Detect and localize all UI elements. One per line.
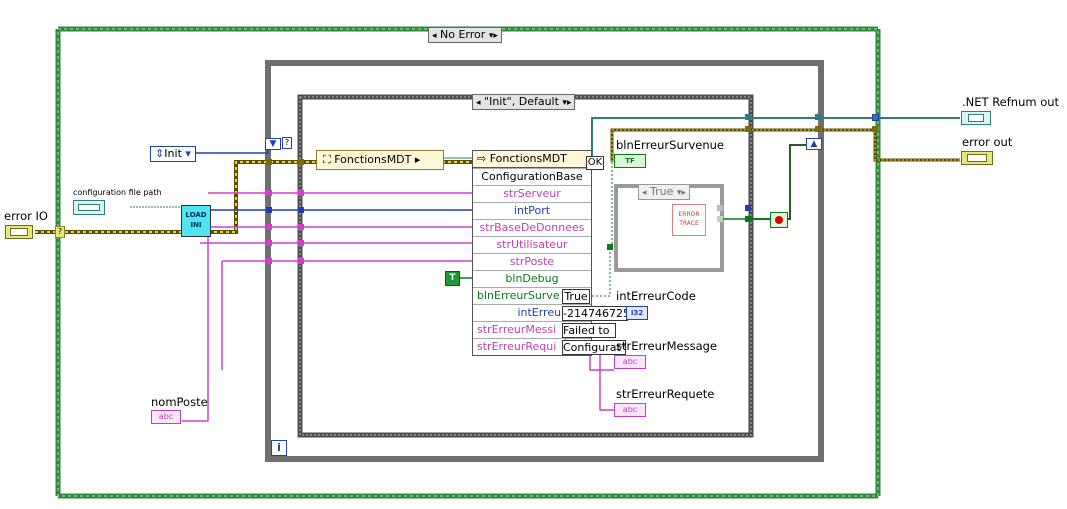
refnum-loop-tunnel [815,114,821,120]
nested-tunnel [717,216,723,222]
property-node-icon: ⇨ [477,152,490,165]
error-tunnel-case [298,159,304,165]
loop-iteration-terminal: i [271,440,287,456]
str-erreur-message-indicator[interactable]: abc [614,355,646,369]
str-erreur-message-label: strErreurMessage [616,339,717,353]
str-tunnel [266,258,272,264]
dropdown-arrow-icon[interactable]: ▾▸ [676,188,686,198]
nom-poste-terminal-text: abc [158,412,174,421]
enum-arrows-icon: ⇕ [155,147,165,160]
str-erreur-requete-indicator[interactable]: abc [614,403,646,417]
fonctions-mdt-constant[interactable]: ⛶ FonctionsMDT ▸ [316,150,444,170]
outer-case-selector-label: No Error [440,28,486,41]
probe-msg: Failed to * [562,323,616,350]
error-trace-line2: TRACE [679,220,699,227]
str-tunnel [298,240,304,246]
enum-init-label: Init [164,147,182,160]
inner-case-selector-label: "Init", Default [484,95,559,108]
nested-tunnel [717,205,723,211]
nested-case-selector[interactable]: ◂ True ▾▸ [638,184,690,200]
net-refnum-out-label: .NET Refnum out [962,95,1060,109]
str-tunnel [298,224,304,230]
decrement-arrow-icon[interactable]: ◂ [476,98,481,108]
prop-row: strBaseDeDonnees [473,219,591,236]
int-erreur-code-label: intErreurCode [616,289,696,303]
dropdown-arrow-icon[interactable]: ▾▸ [488,31,498,41]
decrement-arrow-icon[interactable]: ◂ [432,31,437,41]
prop-row: strUtilisateur [473,236,591,253]
str-tunnel [266,224,272,230]
true-constant[interactable]: T [445,271,460,286]
int-tunnel [745,205,751,211]
nested-tunnel-left [607,244,613,250]
prop-row: strPoste [473,253,591,270]
bln-erreur-survenue-label: blnErreurSurvenue [616,138,724,152]
str-erreur-requete-label: strErreurRequete [616,387,715,401]
loop-conditional-terminal: ▲ [806,138,822,150]
prop-row: blnErreurSurve [473,287,591,304]
property-node[interactable]: ⇨ FonctionsMDT ConfigurationBase strServ… [472,150,592,356]
ok-probe: OK [586,156,604,170]
config-path-label: configuration file path [73,188,162,197]
probe-bool: True [562,289,590,304]
int-tunnel [266,207,272,213]
prop-row: strServeur [473,185,591,202]
stop-terminal[interactable] [770,212,788,228]
str-tunnel [298,190,304,196]
str-tunnel [266,240,272,246]
refnum-case-tunnel [872,114,879,121]
refnum-tunnel [745,114,751,120]
probe-int: -2147467259 [562,306,637,321]
bool-tunnel [745,216,751,222]
int-tunnel [298,207,304,213]
decrement-arrow-icon[interactable]: ◂ [642,188,647,198]
int-erreur-code-indicator[interactable]: I32 [626,306,648,320]
enum-init-constant[interactable]: ⇕Init ▾ [150,146,196,162]
outer-case-selector[interactable]: ◂ No Error ▾▸ [428,27,502,43]
load-ini-line1: LOAD [185,211,207,219]
prop-row: intPort [473,202,591,219]
error-tunnel: ? [55,226,65,238]
net-refnum-out-indicator[interactable] [961,111,991,125]
load-ini-line2: INI [190,221,202,229]
error-out-indicator[interactable] [961,151,993,165]
error-case-tunnel [872,126,878,132]
property-node-class: FonctionsMDT [489,152,567,165]
property-node-header: ⇨ FonctionsMDT [473,151,591,168]
inner-case-selector[interactable]: ◂ "Init", Default ▾▸ [472,94,576,110]
case-selector-terminal: ▼ [265,138,281,150]
stop-icon [775,216,783,224]
error-trace-line1: ERROR [678,211,700,218]
probe-req: Configurat* [562,340,627,355]
class-constant-icon: ⛶ [323,153,335,166]
error-out-label: error out [962,135,1013,149]
nom-poste-control[interactable]: abc [151,410,181,424]
error-tunnel [745,126,751,132]
dropdown-arrow-icon[interactable]: ▾ [181,147,191,160]
error-io-control[interactable] [5,225,33,239]
load-ini-subvi[interactable]: LOAD INI [181,205,211,237]
config-path-control[interactable] [73,200,105,215]
prop-row: ConfigurationBase [473,168,591,185]
str-tunnel [298,258,304,264]
prop-row: blnDebug [473,270,591,287]
prop-row: strErreurMessi [473,321,591,338]
prop-row: strErreurRequi [473,338,591,355]
str-tunnel [266,190,272,196]
question-terminal: ? [282,137,292,149]
error-trace-subvi[interactable]: ERROR TRACE [672,204,706,236]
nested-case-selector-label: True [650,185,674,198]
dropdown-arrow-icon[interactable]: ▾▸ [562,98,572,108]
error-tunnel-loop [266,159,272,165]
dropdown-arrow-icon[interactable]: ▸ [411,153,421,166]
class-constant-label: FonctionsMDT [334,153,412,166]
nom-poste-label: nomPoste [151,395,208,409]
error-io-label: error IO [4,209,48,223]
bln-erreur-survenue-indicator[interactable]: TF [614,154,646,168]
error-loop-tunnel [815,126,821,132]
